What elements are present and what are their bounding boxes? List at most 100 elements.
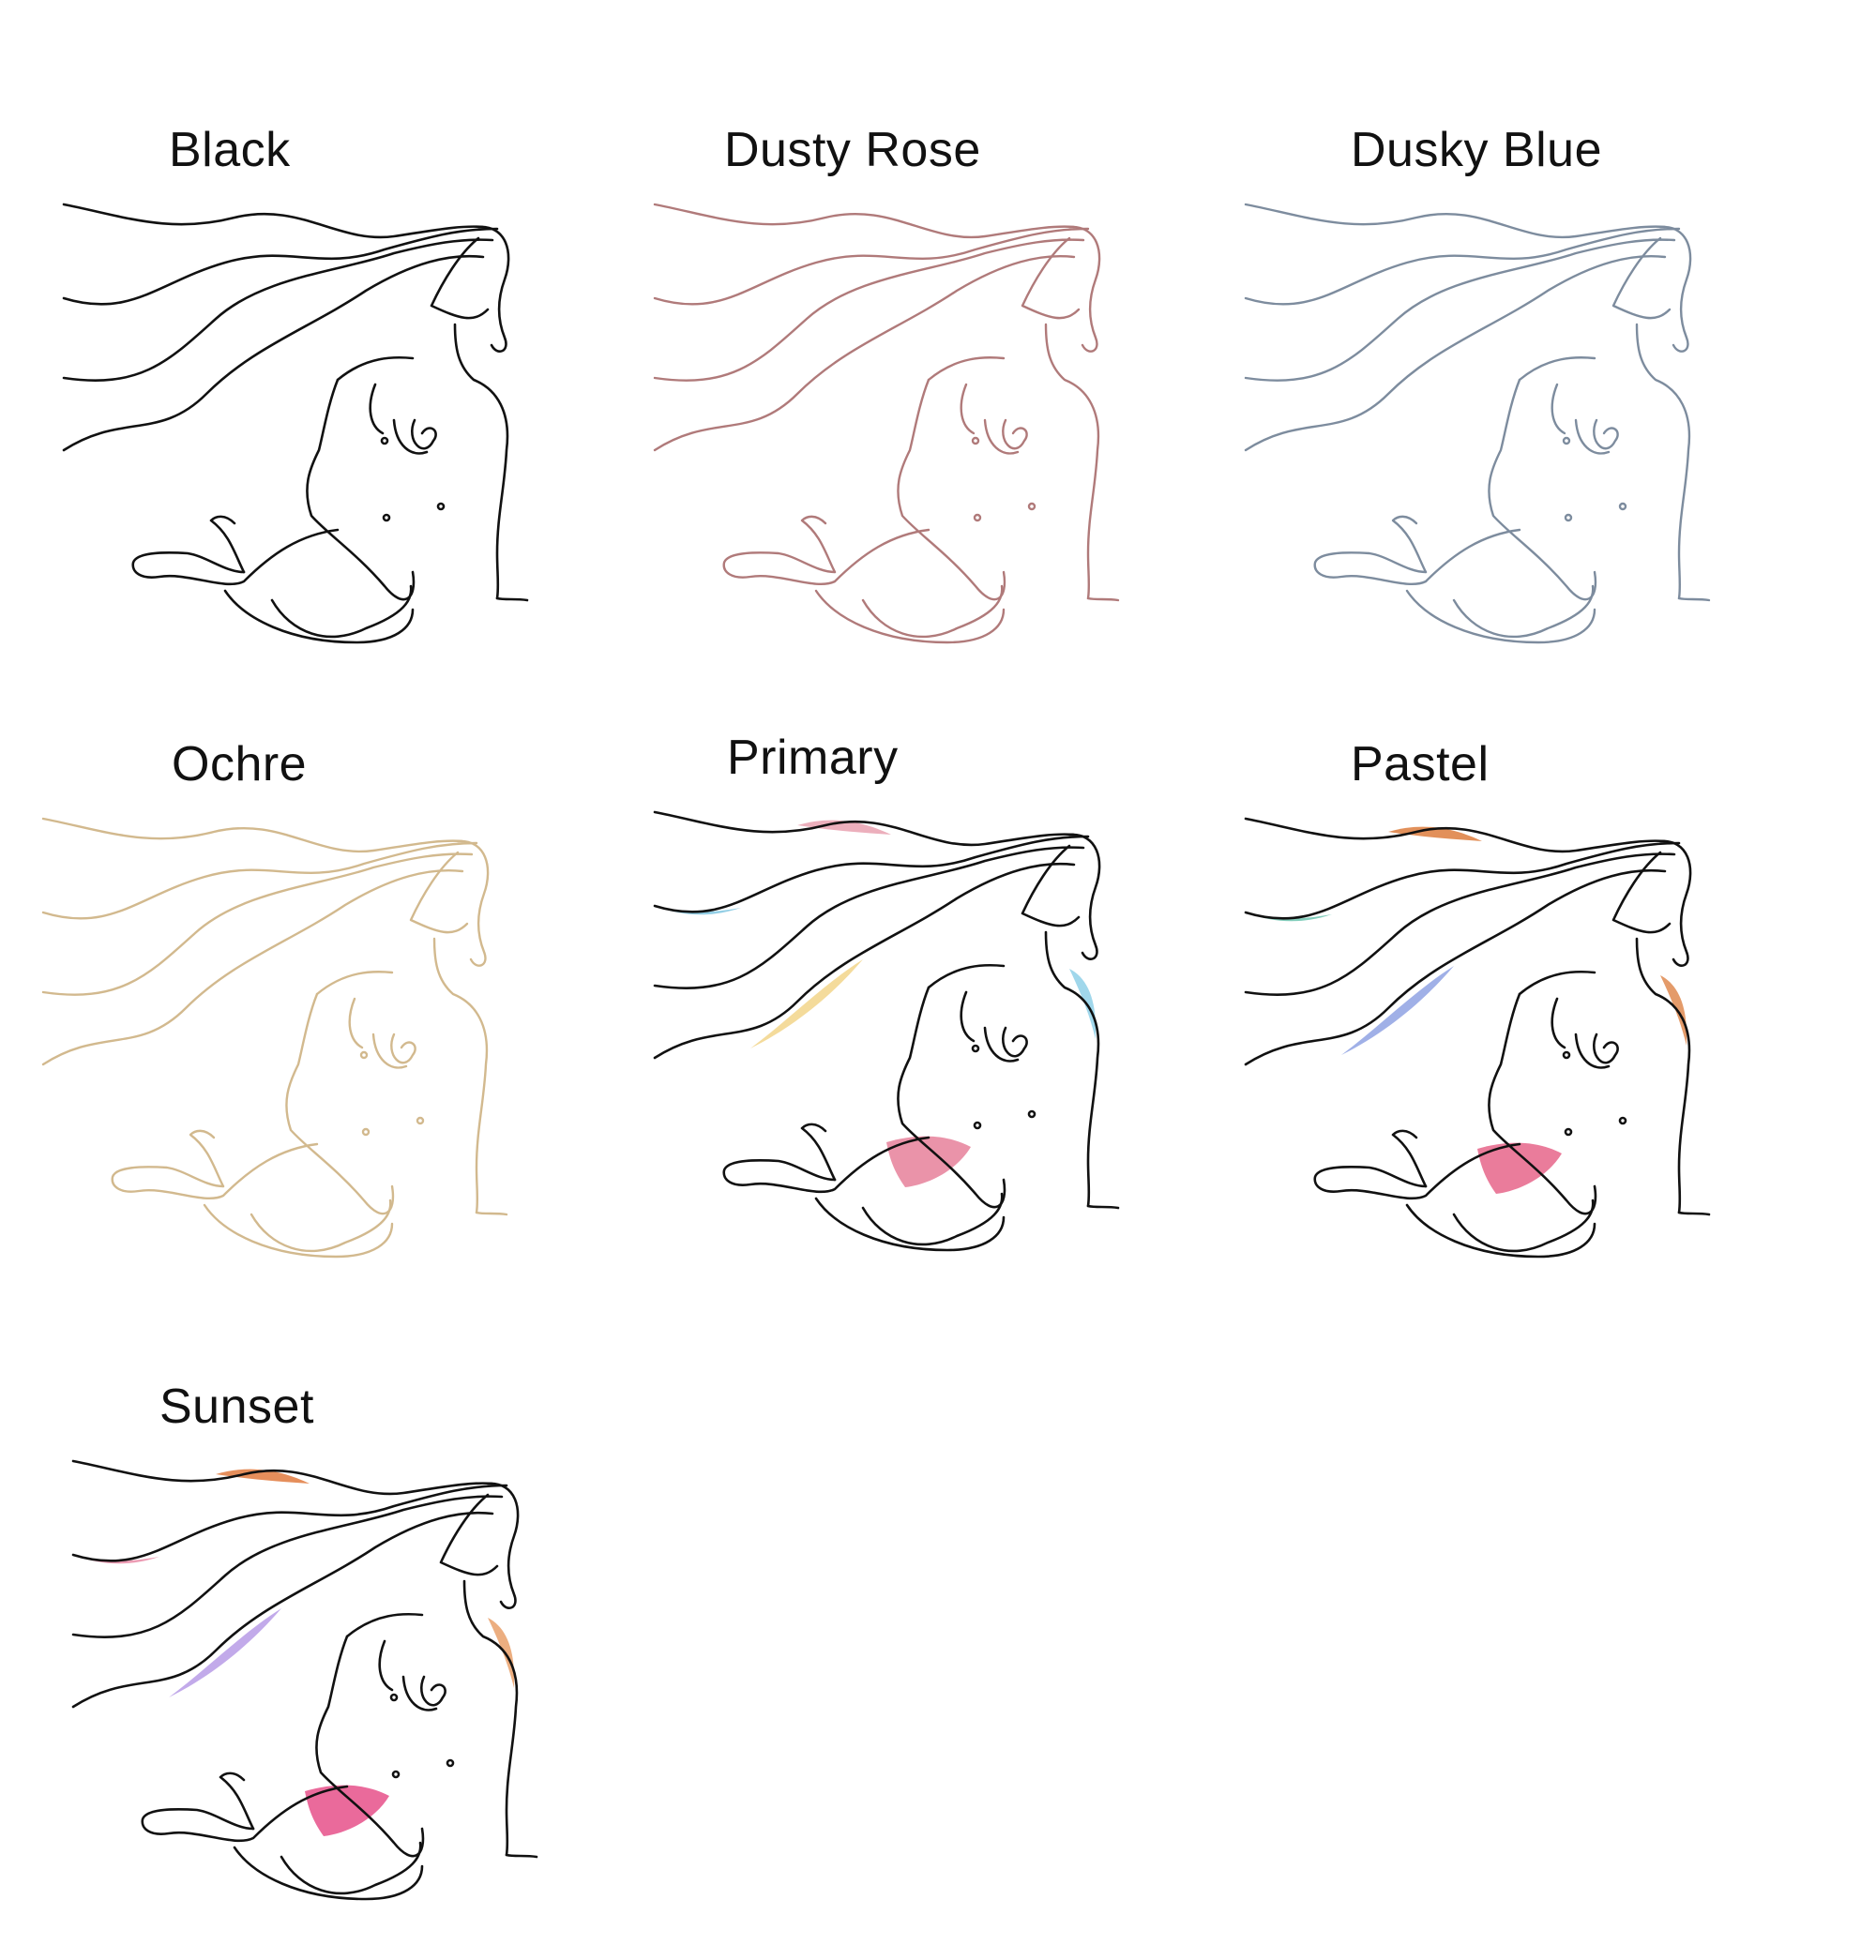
line-stroke: [971, 1044, 980, 1053]
line-stroke: [62, 227, 499, 306]
line-stroke: [1405, 1203, 1596, 1259]
line-stroke: [223, 589, 415, 644]
line-stroke: [1452, 584, 1595, 639]
line-stroke: [1658, 839, 1692, 967]
line-stroke: [131, 528, 340, 586]
variant-ochre: Ochre: [36, 736, 598, 1318]
line-stroke: [505, 1853, 538, 1859]
line-stroke: [653, 203, 1076, 239]
line-stroke: [409, 851, 469, 934]
line-stroke: [361, 1127, 371, 1137]
line-stroke: [897, 986, 1006, 1209]
line-art-woman-illustration: [1244, 203, 1711, 644]
variant-label: Sunset: [159, 1380, 314, 1434]
line-stroke: [71, 1484, 508, 1562]
line-stroke: [960, 383, 976, 435]
line-stroke: [1002, 1026, 1028, 1058]
line-art-woman-illustration: [1244, 817, 1711, 1259]
line-stroke: [1635, 937, 1691, 1214]
line-stroke: [653, 254, 1076, 452]
color-accent: [305, 1785, 389, 1836]
watercolor-accents: [1246, 826, 1687, 1194]
line-stroke: [430, 236, 490, 320]
line-stroke: [1027, 1109, 1036, 1119]
line-stroke: [391, 1770, 401, 1779]
line-stroke: [861, 1192, 1004, 1246]
line-stroke: [1244, 841, 1681, 920]
line-stroke: [861, 584, 1004, 639]
line-stroke: [141, 1785, 349, 1843]
line-stroke: [1488, 378, 1597, 601]
line-stroke: [1313, 528, 1521, 586]
variant-dusky-blue: Dusky Blue: [1238, 122, 1801, 703]
line-stroke: [420, 1675, 446, 1707]
line-stroke: [446, 1758, 455, 1768]
line-stroke: [814, 1197, 1006, 1252]
line-stroke: [1244, 227, 1681, 306]
variant-label: Ochre: [172, 737, 308, 792]
line-stroke: [1574, 418, 1611, 455]
line-stroke: [382, 513, 391, 522]
line-stroke: [389, 1693, 399, 1702]
line-stroke: [1021, 236, 1081, 320]
line-stroke: [270, 584, 413, 639]
line-stroke: [462, 1579, 519, 1857]
line-stroke: [1618, 1116, 1627, 1125]
line-stroke: [653, 846, 1085, 989]
line-stroke: [983, 1026, 1020, 1063]
color-accent: [488, 1618, 515, 1688]
line-stroke: [1658, 225, 1692, 353]
line-stroke: [315, 971, 394, 996]
line-stroke: [71, 1459, 494, 1496]
color-accent: [886, 1136, 971, 1187]
continuous-line-drawing: [1244, 817, 1711, 1259]
line-stroke: [1244, 203, 1667, 239]
line-stroke: [983, 418, 1020, 455]
line-stroke: [62, 238, 494, 382]
line-stroke: [1027, 502, 1036, 511]
color-accent: [1341, 966, 1454, 1055]
color-accent: [797, 820, 891, 835]
line-stroke: [1044, 930, 1100, 1208]
line-stroke: [1002, 418, 1028, 450]
variant-primary: Primary: [647, 730, 1210, 1311]
line-stroke: [653, 810, 1076, 847]
variant-label: Primary: [727, 731, 899, 785]
variant-label: Black: [169, 123, 291, 177]
line-stroke: [1551, 383, 1566, 435]
line-stroke: [439, 1493, 499, 1576]
line-stroke: [41, 868, 464, 1066]
line-stroke: [486, 1482, 520, 1609]
line-art-woman-illustration: [71, 1459, 538, 1901]
line-stroke: [378, 1639, 394, 1692]
line-stroke: [380, 436, 389, 445]
line-stroke: [1044, 323, 1100, 600]
line-stroke: [1551, 997, 1566, 1049]
line-stroke: [973, 1121, 982, 1130]
line-stroke: [41, 841, 478, 920]
line-stroke: [1611, 236, 1672, 320]
line-stroke: [653, 862, 1076, 1060]
line-stroke: [1244, 238, 1676, 382]
line-stroke: [1086, 596, 1120, 602]
continuous-line-drawing: [41, 817, 508, 1259]
line-stroke: [1574, 1033, 1611, 1069]
line-stroke: [653, 238, 1085, 382]
line-stroke: [495, 596, 529, 602]
line-stroke: [411, 418, 437, 450]
variant-pastel: Pastel: [1238, 736, 1801, 1318]
color-accent: [655, 906, 741, 915]
line-stroke: [477, 225, 510, 353]
line-stroke: [41, 852, 474, 996]
line-stroke: [1518, 356, 1596, 382]
color-accent: [1477, 1142, 1562, 1194]
line-stroke: [369, 383, 385, 435]
color-accent: [1388, 826, 1482, 841]
line-stroke: [814, 589, 1006, 644]
line-stroke: [62, 203, 485, 239]
line-stroke: [1067, 225, 1101, 353]
line-stroke: [209, 515, 246, 574]
line-stroke: [1677, 596, 1711, 602]
line-art-woman-illustration: [653, 810, 1120, 1252]
line-stroke: [475, 1211, 508, 1216]
